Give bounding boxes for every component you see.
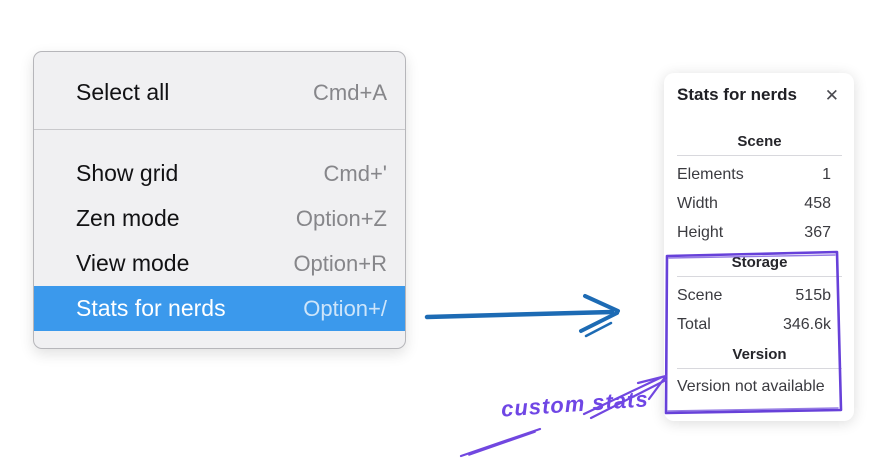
menu-item-show-grid[interactable]: Show grid Cmd+' <box>34 151 405 196</box>
section-title-scene: Scene <box>737 133 782 150</box>
section-title-storage: Storage <box>731 254 788 271</box>
stat-label: Total <box>677 316 711 333</box>
menu-item-stats-for-nerds[interactable]: Stats for nerds Option+/ <box>34 286 405 331</box>
stat-row-elements: Elements 1 <box>677 165 842 185</box>
menu-item-view-mode[interactable]: View mode Option+R <box>34 241 405 286</box>
menu-item-shortcut: Option+Z <box>295 205 387 231</box>
menu-divider <box>34 129 405 130</box>
stats-panel-title: Stats for nerds <box>677 85 797 104</box>
menu-item-shortcut: Option+/ <box>303 295 387 321</box>
menu-item-shortcut: Cmd+A <box>313 79 387 105</box>
section-title-version: Version <box>732 346 787 363</box>
section-divider <box>677 276 842 277</box>
stat-value: 458 <box>804 195 831 212</box>
stat-label: Height <box>677 224 724 241</box>
stat-label: Elements <box>677 166 744 183</box>
stat-value: 367 <box>804 224 831 241</box>
menu-item-zen-mode[interactable]: Zen mode Option+Z <box>34 196 405 241</box>
annotation-stroke-icon <box>459 427 542 458</box>
menu-item-label: Stats for nerds <box>76 295 226 321</box>
stats-panel-header: Stats for nerds ✕ <box>677 85 842 105</box>
pointer-arrow-icon <box>424 294 620 338</box>
section-divider <box>677 155 842 156</box>
stat-value: 515b <box>795 287 831 304</box>
menu-item-shortcut: Cmd+' <box>323 160 388 186</box>
stat-row-scene-storage: Scene 515b <box>677 286 842 306</box>
stat-label: Width <box>677 195 718 212</box>
stat-value: 346.6k <box>782 316 831 333</box>
menu-item-label: Show grid <box>76 160 179 186</box>
context-menu: Select all Cmd+A Show grid Cmd+' Zen mod… <box>33 51 406 349</box>
stat-label: Scene <box>677 287 723 304</box>
close-icon[interactable]: ✕ <box>824 85 839 105</box>
section-divider <box>677 368 842 369</box>
stat-row-total-storage: Total 346.6k <box>677 315 842 335</box>
menu-item-label: View mode <box>76 250 190 276</box>
menu-item-label: Select all <box>76 79 170 105</box>
stats-panel: Stats for nerds ✕ Scene Elements 1 Width… <box>664 73 854 421</box>
stat-value: 1 <box>822 166 831 183</box>
version-message: Version not available <box>677 378 825 395</box>
menu-item-label: Zen mode <box>76 205 180 231</box>
menu-item-shortcut: Option+R <box>293 250 387 276</box>
stat-row-width: Width 458 <box>677 194 842 214</box>
stat-row-height: Height 367 <box>677 223 842 243</box>
annotation-label: custom stats <box>500 386 650 422</box>
menu-item-select-all[interactable]: Select all Cmd+A <box>34 70 405 115</box>
